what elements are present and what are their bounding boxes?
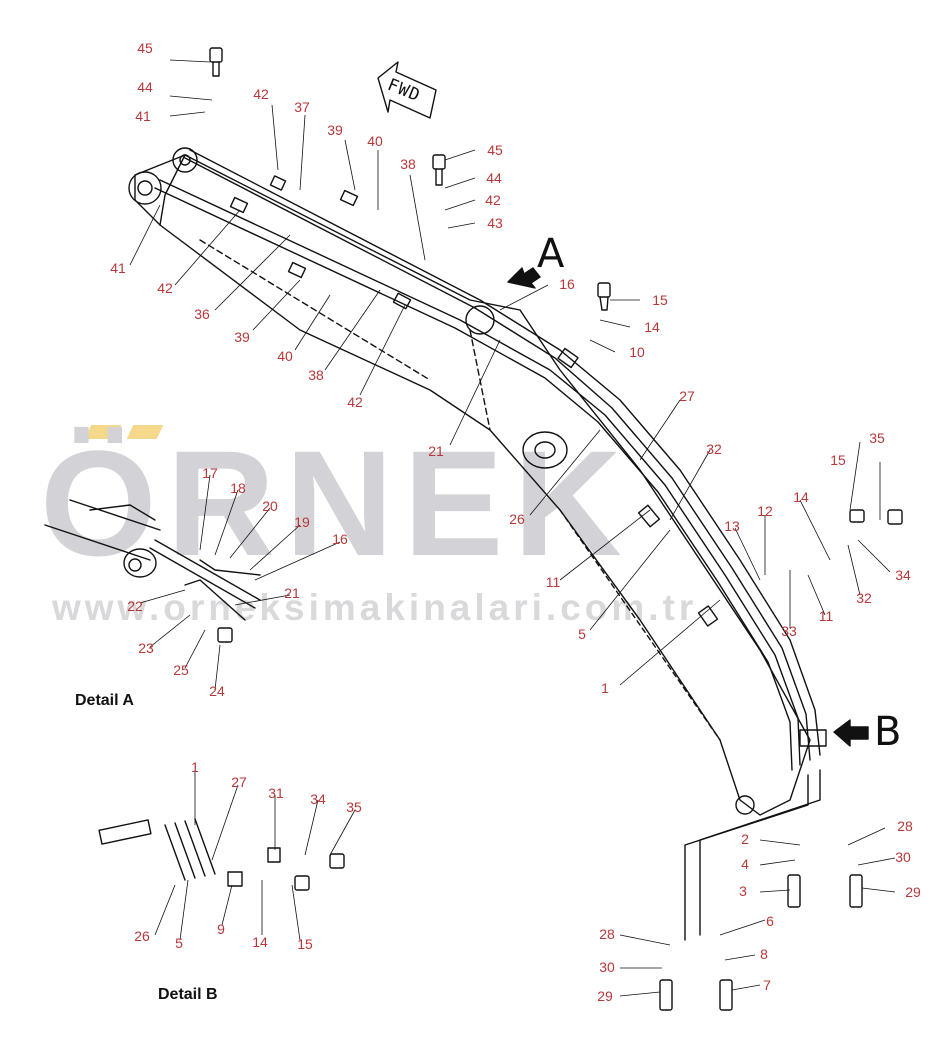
part-callout: 26: [509, 511, 525, 527]
part-callout: 19: [294, 514, 310, 530]
part-callout: 4: [741, 856, 749, 872]
part-callout: 28: [599, 926, 615, 942]
part-callout: 29: [597, 988, 613, 1004]
part-callout: 29: [905, 884, 921, 900]
part-callout: 42: [347, 394, 363, 410]
part-callout: 11: [818, 608, 834, 624]
part-callout: 41: [135, 108, 151, 124]
part-callout: 39: [234, 329, 250, 345]
watermark-url: www.orneksimakinalari.com.tr: [52, 587, 698, 628]
part-callout: 1: [191, 759, 199, 775]
view-a-label: A: [537, 231, 565, 277]
part-callout: 30: [599, 959, 615, 975]
part-callout: 40: [277, 348, 293, 364]
part-callout: 15: [652, 292, 668, 308]
part-callout: 27: [231, 774, 247, 790]
fwd-arrow: [377, 61, 437, 119]
part-callout: 38: [308, 367, 324, 383]
part-callout: 14: [793, 489, 809, 505]
part-callout: 6: [766, 913, 774, 929]
part-callout: 26: [134, 928, 150, 944]
part-callout: 37: [294, 99, 310, 115]
part-callout: 41: [110, 260, 126, 276]
part-callout: 44: [137, 79, 153, 95]
part-callout: 12: [757, 503, 773, 519]
part-callout: 23: [138, 640, 154, 656]
part-callout: 15: [830, 452, 846, 468]
boom-outline: [134, 154, 811, 816]
view-b-arrow: [833, 719, 869, 747]
part-callout: 36: [194, 306, 210, 322]
part-callout: 38: [400, 156, 416, 172]
part-callout: 13: [724, 518, 740, 534]
part-callout: 30: [895, 849, 911, 865]
part-callout: 45: [137, 40, 153, 56]
part-callout: 34: [895, 567, 911, 583]
part-callout: 16: [559, 276, 575, 292]
part-callout: 32: [706, 441, 722, 457]
part-callout: 16: [332, 531, 348, 547]
part-callout: 35: [869, 430, 885, 446]
view-a-arrow: [507, 267, 541, 289]
part-callout: 15: [297, 936, 313, 952]
detail-b-sketch: [164, 818, 216, 881]
part-callout: 31: [268, 785, 284, 801]
part-callout: 22: [127, 598, 143, 614]
part-callout: 20: [262, 498, 278, 514]
part-callout: 17: [202, 465, 218, 481]
part-callout: 45: [487, 142, 503, 158]
part-callout: 44: [486, 170, 502, 186]
part-callout: 40: [367, 133, 383, 149]
part-callout: 27: [679, 388, 695, 404]
part-callout: 10: [629, 344, 645, 360]
detail-a-sketch: [44, 499, 161, 561]
part-callout: 9: [217, 921, 225, 937]
part-callout: 1: [601, 680, 609, 696]
part-callout: 21: [428, 443, 444, 459]
part-callout: 24: [209, 683, 225, 699]
part-callout: 18: [230, 480, 246, 496]
part-callout: 42: [157, 280, 173, 296]
detail-a-label: Detail A: [75, 692, 134, 709]
part-callout: 34: [310, 791, 326, 807]
leader-lines: [129, 59, 896, 997]
part-callout: 35: [346, 799, 362, 815]
detail-b-label: Detail B: [158, 986, 218, 1003]
part-callout: 25: [173, 662, 189, 678]
part-callout: 43: [487, 215, 503, 231]
part-callout: 14: [252, 934, 268, 950]
pipe-line: [189, 149, 821, 756]
part-callout: 5: [578, 626, 586, 642]
part-callout: 42: [253, 86, 269, 102]
part-callout: 8: [760, 946, 768, 962]
part-callout: 39: [327, 122, 343, 138]
part-callout: 2: [741, 831, 749, 847]
watermark-logo: ÖRNEK: [40, 419, 632, 587]
part-callout: 14: [644, 319, 660, 335]
part-callout: 5: [175, 935, 183, 951]
part-callout: 42: [485, 192, 501, 208]
part-callout: 7: [763, 977, 771, 993]
part-callout: 32: [856, 590, 872, 606]
part-callout: 3: [739, 883, 747, 899]
part-callout: 28: [897, 818, 913, 834]
part-callout: 21: [284, 585, 300, 601]
part-callout: 11: [545, 574, 561, 590]
view-b-label: B: [874, 709, 902, 755]
part-callout: 33: [781, 623, 797, 639]
